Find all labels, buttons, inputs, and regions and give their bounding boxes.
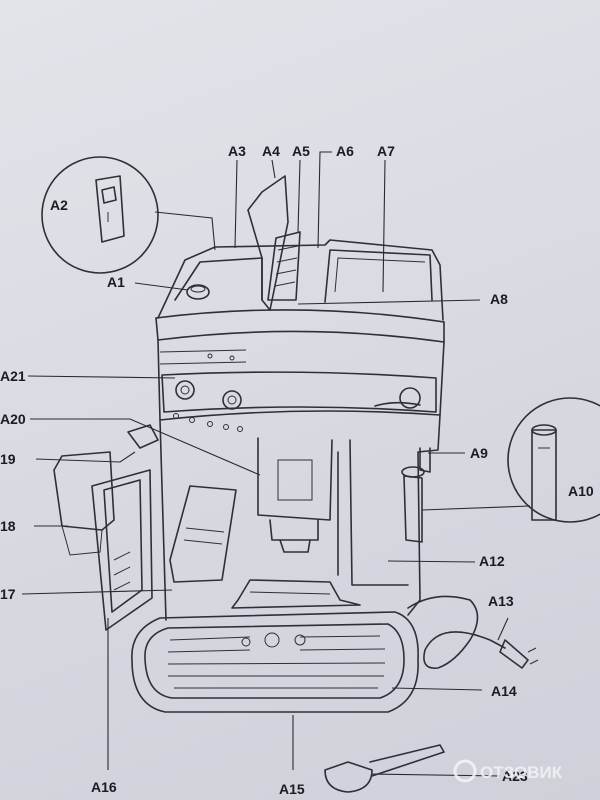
grinder-dial-part — [267, 231, 301, 301]
label-a3: A3 — [228, 143, 246, 159]
label-a13: A13 — [488, 593, 514, 609]
bean-lid-part — [247, 175, 289, 311]
side-door-part — [53, 424, 159, 631]
label-a4: A4 — [262, 143, 280, 159]
label-a2: A2 — [50, 197, 68, 213]
label-a14: A14 — [491, 683, 517, 699]
label-a19: 19 — [0, 451, 16, 467]
part-labels: A2 A3 A4 A5 A6 A7 A1 A8 A21 A20 19 18 17… — [0, 143, 594, 797]
power-cord-part — [407, 595, 506, 669]
control-knobs — [173, 353, 421, 432]
drip-tray-part — [131, 579, 419, 713]
grounds-container-part — [169, 485, 237, 583]
nozzle-detail-circle — [507, 397, 600, 523]
label-a10: A10 — [568, 483, 594, 499]
label-a15: A15 — [279, 781, 305, 797]
measuring-scoop-part — [324, 744, 445, 793]
water-cap-part — [186, 284, 210, 300]
label-a1: A1 — [107, 274, 125, 290]
label-a20: A20 — [0, 411, 26, 427]
machine-body — [155, 239, 445, 621]
label-a8: A8 — [490, 291, 508, 307]
watermark: ОТЗОВИК — [453, 759, 563, 783]
label-a6: A6 — [336, 143, 354, 159]
watermark-text: ОТЗОВИК — [480, 763, 563, 782]
watermark-logo-icon — [453, 759, 477, 783]
label-a23: A23 — [502, 768, 528, 784]
label-a9: A9 — [470, 445, 488, 461]
label-a21: A21 — [0, 368, 26, 384]
label-a16: A16 — [91, 779, 117, 795]
label-a7: A7 — [377, 143, 395, 159]
label-a17: 17 — [0, 586, 16, 602]
switch-detail-circle — [41, 156, 159, 274]
label-a18: 18 — [0, 518, 16, 534]
steam-nozzle-part — [401, 447, 431, 543]
label-a12: A12 — [479, 553, 505, 569]
leader-lines — [21, 151, 531, 777]
label-a5: A5 — [292, 143, 310, 159]
